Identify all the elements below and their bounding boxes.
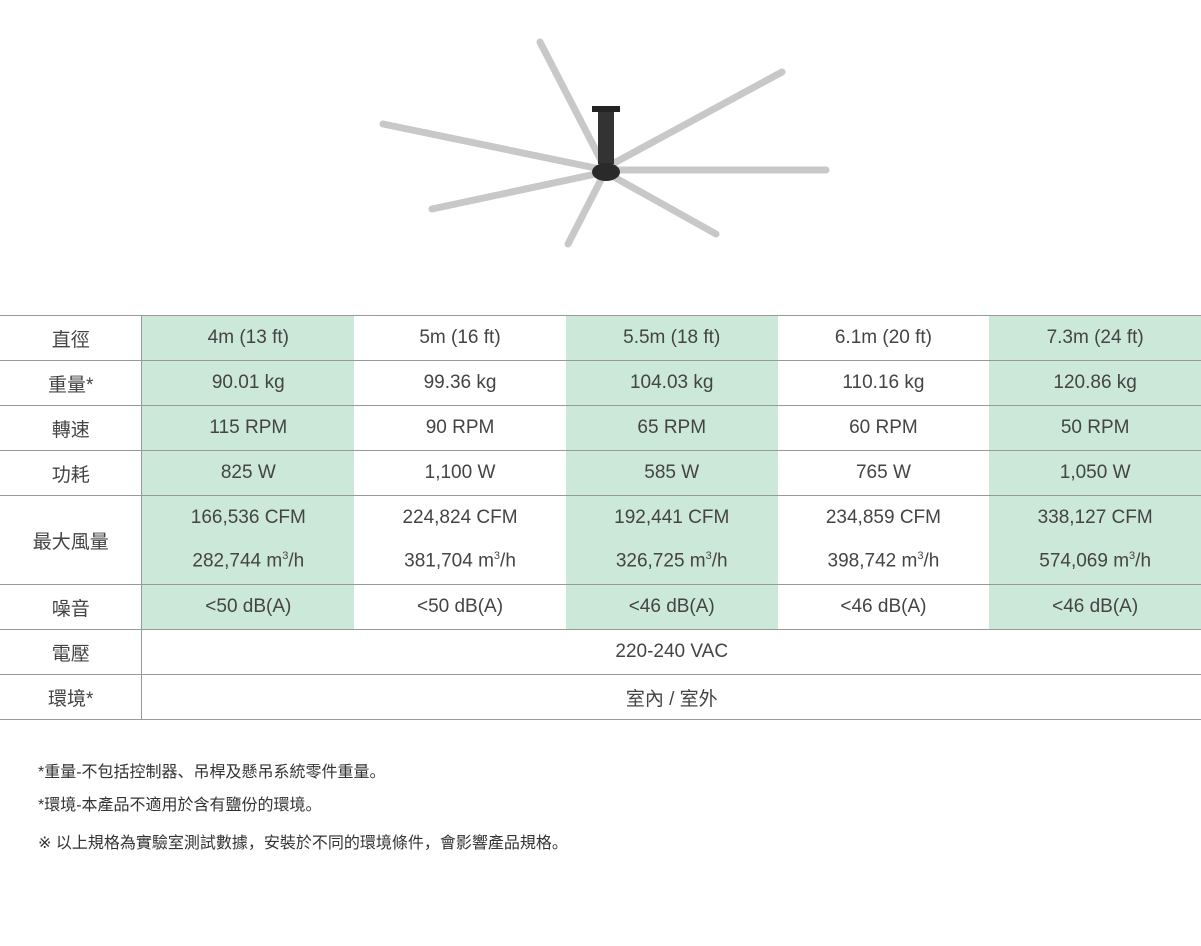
airflow-m3h: 398,742 m3/h	[778, 537, 990, 580]
m3h-sup: 3	[493, 550, 501, 563]
row-label: 環境*	[0, 674, 143, 720]
spec-cell: 110.16 kg	[777, 360, 990, 406]
spec-cell: 115 RPM	[141, 405, 355, 451]
spec-cell: <50 dB(A)	[354, 584, 566, 630]
m3h-value: 282,744 m	[192, 550, 283, 572]
airflow-cell: 338,127 CFM 574,069 m3/h	[989, 495, 1201, 585]
spec-cell: 6.1m (20 ft)	[777, 315, 990, 361]
airflow-cell: 234,859 CFM 398,742 m3/h	[777, 495, 990, 585]
airflow-cell: 166,536 CFM 282,744 m3/h	[141, 495, 355, 585]
spec-cell: <50 dB(A)	[141, 584, 355, 630]
spec-cell: 585 W	[565, 450, 778, 496]
airflow-cell: 192,441 CFM 326,725 m3/h	[565, 495, 778, 585]
m3h-unit: /h	[711, 550, 728, 572]
row-label: 功耗	[0, 450, 143, 496]
airflow-cfm: 234,859 CFM	[825, 507, 941, 529]
footnote-environment: *環境-本產品不適用於含有鹽份的環境。	[38, 797, 322, 814]
m3h-sup: 3	[1129, 550, 1136, 563]
footnote-disclaimer: ※ 以上規格為實驗室測試數據，安裝於不同的環境條件，會影響產品規格。	[38, 835, 568, 852]
spec-cell: 5.5m (18 ft)	[565, 315, 778, 361]
spec-cell: 90 RPM	[354, 405, 566, 451]
table-row: 噪音<50 dB(A)<50 dB(A)<46 dB(A)<46 dB(A)<4…	[0, 584, 1201, 630]
spec-cell: <46 dB(A)	[989, 584, 1201, 630]
row-label: 轉速	[0, 405, 143, 451]
spec-cell: <46 dB(A)	[565, 584, 778, 630]
footnotes: *重量-不包括控制器、吊桿及懸吊系統零件重量。 *環境-本產品不適用於含有鹽份的…	[38, 758, 568, 862]
spec-cell: 60 RPM	[777, 405, 990, 451]
table-row: 環境*室內 / 室外	[0, 674, 1201, 720]
row-label: 直徑	[0, 315, 143, 361]
m3h-unit: /h	[500, 550, 516, 572]
airflow-cfm: 338,127 CFM	[1037, 507, 1153, 529]
spec-cell: 99.36 kg	[354, 360, 566, 406]
airflow-m3h: 381,704 m3/h	[354, 537, 566, 580]
spec-cell: 90.01 kg	[141, 360, 355, 406]
footnote-weight: *重量-不包括控制器、吊桿及懸吊系統零件重量。	[38, 764, 386, 781]
m3h-sup: 3	[705, 550, 712, 563]
spec-cell: 1,050 W	[989, 450, 1201, 496]
airflow-m3h: 574,069 m3/h	[989, 537, 1201, 580]
spec-cell: 50 RPM	[989, 405, 1201, 451]
airflow-m3h: 282,744 m3/h	[142, 537, 354, 580]
m3h-value: 381,704 m	[404, 550, 494, 572]
spec-cell: 5m (16 ft)	[354, 315, 566, 361]
m3h-unit: /h	[1135, 550, 1152, 572]
m3h-value: 398,742 m	[827, 550, 918, 572]
spec-cell: 4m (13 ft)	[141, 315, 355, 361]
spec-cell: 1,100 W	[354, 450, 566, 496]
spec-cell: 120.86 kg	[989, 360, 1201, 406]
row-label: 重量*	[0, 360, 143, 406]
airflow-cfm: 192,441 CFM	[614, 507, 730, 529]
m3h-sup: 3	[282, 550, 289, 563]
spec-cell: 765 W	[777, 450, 990, 496]
row-label: 電壓	[0, 629, 143, 675]
airflow-cell: 224,824 CFM 381,704 m3/h	[354, 495, 566, 585]
spec-cell: 104.03 kg	[565, 360, 778, 406]
m3h-sup: 3	[917, 550, 924, 563]
m3h-unit: /h	[288, 550, 305, 572]
airflow-m3h: 326,725 m3/h	[566, 537, 778, 580]
m3h-unit: /h	[923, 550, 940, 572]
m3h-value: 326,725 m	[615, 550, 706, 572]
spec-cell-merged: 室內 / 室外	[141, 674, 1201, 720]
ceiling-fan-image	[379, 38, 830, 248]
spec-cell: <46 dB(A)	[777, 584, 990, 630]
airflow-cfm: 224,824 CFM	[402, 507, 518, 529]
spec-cell: 7.3m (24 ft)	[989, 315, 1201, 361]
m3h-value: 574,069 m	[1039, 550, 1130, 572]
spec-cell: 825 W	[141, 450, 355, 496]
airflow-cfm: 166,536 CFM	[190, 507, 306, 529]
spec-cell: 65 RPM	[565, 405, 778, 451]
row-label: 最大風量	[0, 495, 143, 585]
row-label: 噪音	[0, 584, 143, 630]
spec-cell-merged: 220-240 VAC	[141, 629, 1201, 675]
